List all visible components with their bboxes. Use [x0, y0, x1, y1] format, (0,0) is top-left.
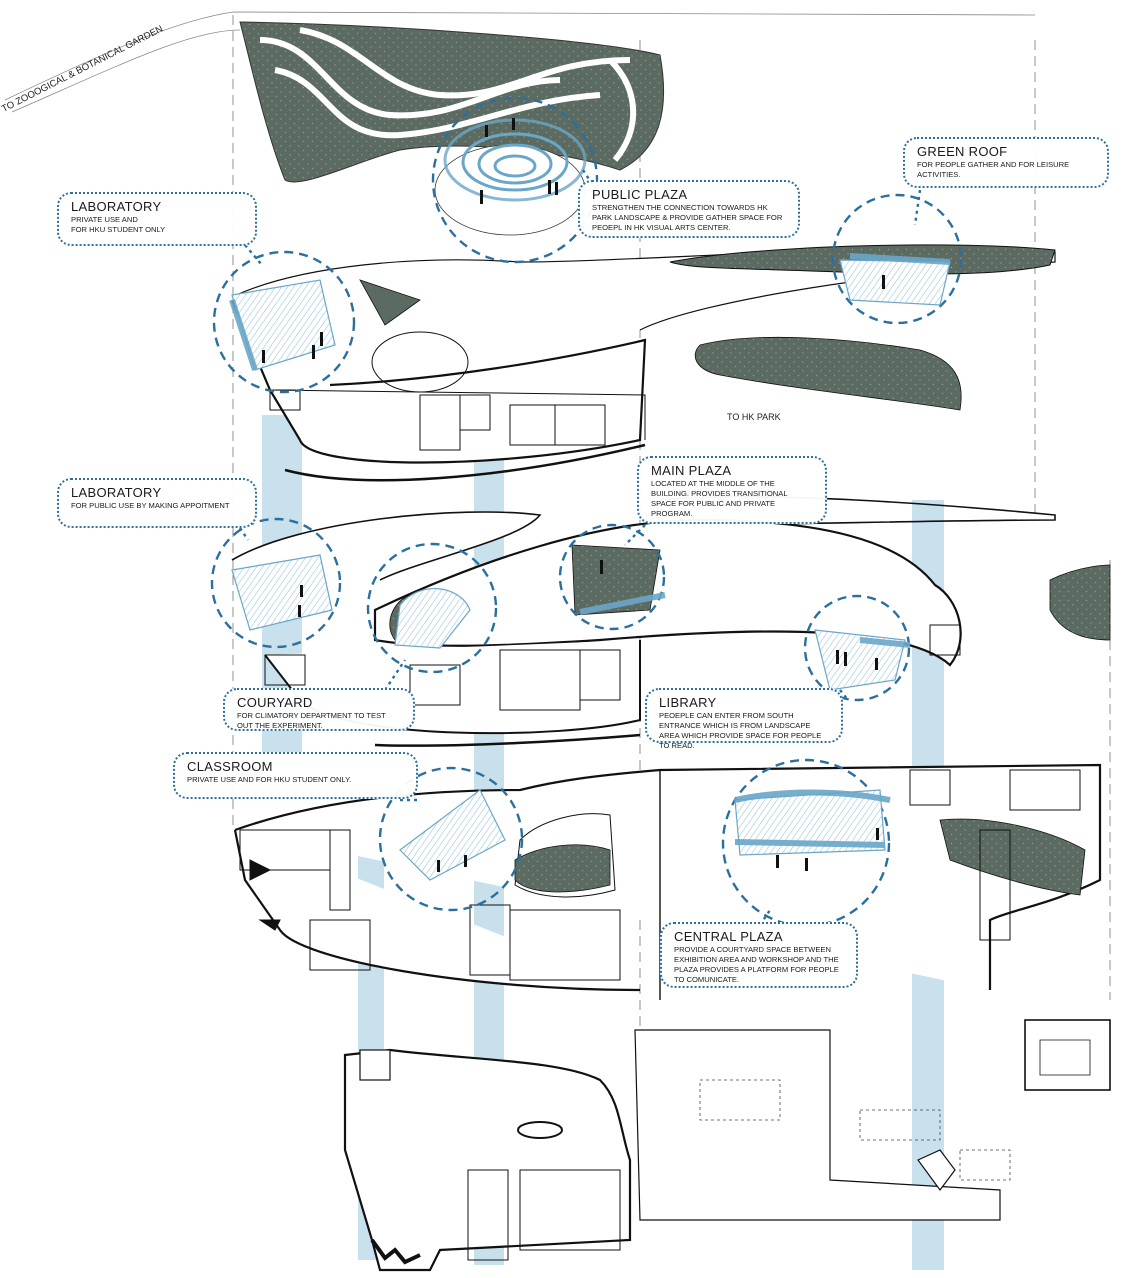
callout-green-roof: GREEN ROOF FOR PEOPLE GATHER AND FOR LEI…: [903, 137, 1109, 188]
callout-desc: PRIVATE USE AND FOR HKU STUDENT ONLY: [71, 215, 166, 234]
ground-floor: [343, 1019, 1111, 1272]
callout-title: GREEN ROOF: [917, 144, 1008, 159]
callout-classroom: CLASSROOM PRIVATE USE AND FOR HKU STUDEN…: [173, 752, 418, 799]
callout-desc: FOR CLIMATORY DEPARTMENT TO TEST OUT THE…: [237, 711, 386, 730]
callout-desc: FOR PUBLIC USE BY MAKING APPOITMENT: [71, 501, 230, 510]
zoom-bubbles: [210, 96, 963, 928]
callout-desc: PROVIDE A COURTYARD SPACE BETWEEN EXHIBI…: [674, 945, 839, 984]
callout-public-plaza: PUBLIC PLAZA STRENGTHEN THE CONNECTION T…: [578, 180, 800, 238]
callout-desc: FOR PEOPLE GATHER AND FOR LEISURE ACTIVI…: [917, 160, 1070, 179]
callout-laboratory-public: LABORATORY FOR PUBLIC USE BY MAKING APPO…: [57, 478, 257, 528]
callout-main-plaza: MAIN PLAZA LOCATED AT THE MIDDLE OF THE …: [637, 456, 827, 524]
callout-couryard: COURYARD FOR CLIMATORY DEPARTMENT TO TES…: [223, 688, 415, 731]
callout-desc: PRIVATE USE AND FOR HKU STUDENT ONLY.: [187, 775, 352, 784]
roof-landscape: [4, 11, 1036, 236]
callout-library: LIBRARY PEOEPLE CAN ENTER FROM SOUTH ENT…: [645, 688, 843, 750]
callout-title: PUBLIC PLAZA: [592, 187, 688, 202]
callout-desc: PEOEPLE CAN ENTER FROM SOUTH ENTRANCE WH…: [659, 711, 822, 750]
blue-walkways: [229, 253, 951, 848]
callout-title: COURYARD: [237, 695, 313, 710]
callout-desc: LOCATED AT THE MIDDLE OF THE BUILDING. P…: [651, 479, 788, 518]
program-highlights: [231, 259, 951, 881]
callout-desc: STRENGTHEN THE CONNECTION TOWARDS HK PAR…: [592, 203, 783, 232]
callout-title: LABORATORY: [71, 485, 162, 500]
leader-lines: [239, 169, 922, 926]
callout-title: LABORATORY: [71, 199, 162, 214]
people-figures: [262, 118, 885, 872]
callout-title: LIBRARY: [659, 695, 717, 710]
callout-laboratory-private: LABORATORY PRIVATE USE AND FOR HKU STUDE…: [57, 192, 257, 246]
callout-title: CENTRAL PLAZA: [674, 929, 783, 944]
callout-title: MAIN PLAZA: [651, 463, 732, 478]
callout-central-plaza: CENTRAL PLAZA PROVIDE A COURTYARD SPACE …: [660, 922, 858, 988]
park-direction-label: TO HK PARK: [727, 412, 781, 422]
callout-title: CLASSROOM: [187, 759, 273, 774]
